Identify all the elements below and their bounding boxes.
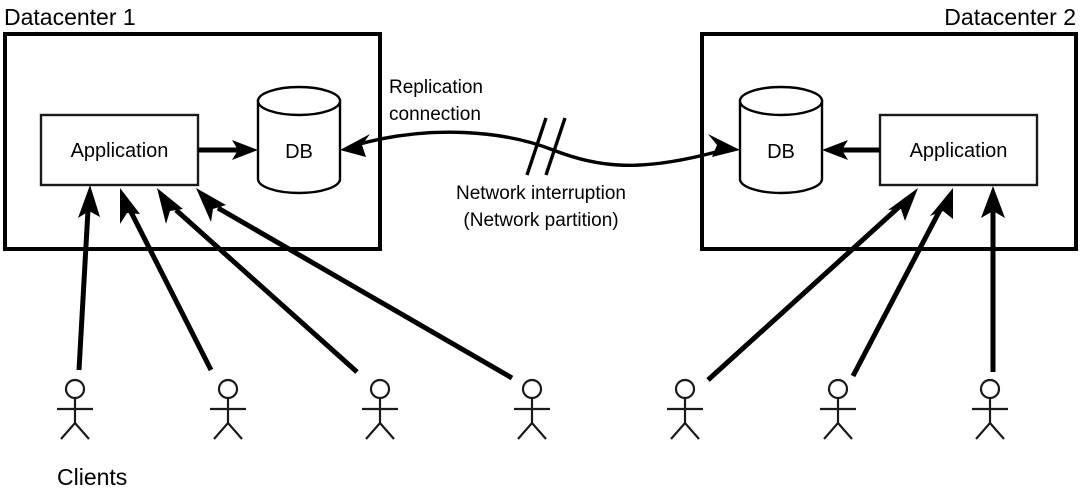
client-figure-6[interactable] [820,378,856,440]
client-arrow-1 [76,185,100,371]
client-arrow-4 [196,188,514,381]
edge-app-to-db-right [822,140,880,160]
client-arrow-5 [706,188,918,382]
client-arrows-left [76,185,514,381]
partition-annotation-line-2: (Network partition) [463,210,618,231]
client-figure-3[interactable] [362,378,398,440]
client-figure-4[interactable] [514,378,550,440]
edge-app-to-db-left [198,140,258,160]
client-arrow-6 [850,188,953,378]
client-arrow-2 [120,188,214,372]
datacenter-2-label: Datacenter 2 [944,4,1076,30]
db-cylinder-left[interactable] [256,85,342,195]
network-partition-break-icon [525,117,567,176]
replication-annotation-line-2: connection [389,104,481,125]
application-label-right: Application [910,140,1008,162]
partition-annotation-line-1: Network interruption [456,183,626,204]
db-label-right: DB [767,141,795,163]
replication-annotation-line-1: Replication [389,77,483,98]
client-figure-1[interactable] [57,378,93,440]
client-figure-7[interactable] [972,378,1008,440]
datacenter-1-label: Datacenter 1 [4,4,136,30]
client-arrow-3 [157,188,359,374]
db-cylinder-right[interactable] [738,85,824,195]
network-partition-annotation: Network interruption (Network partition) [456,183,626,231]
application-label-left: Application [71,140,169,162]
client-arrow-7 [981,186,1005,372]
db-label-left: DB [285,141,313,163]
client-figure-2[interactable] [210,378,246,440]
application-box-left[interactable] [39,113,200,187]
client-arrows-right [706,186,1005,382]
client-figure-5[interactable] [667,378,703,440]
replication-connection-annotation: Replication connection [389,77,483,125]
clients-label: Clients [57,464,127,490]
